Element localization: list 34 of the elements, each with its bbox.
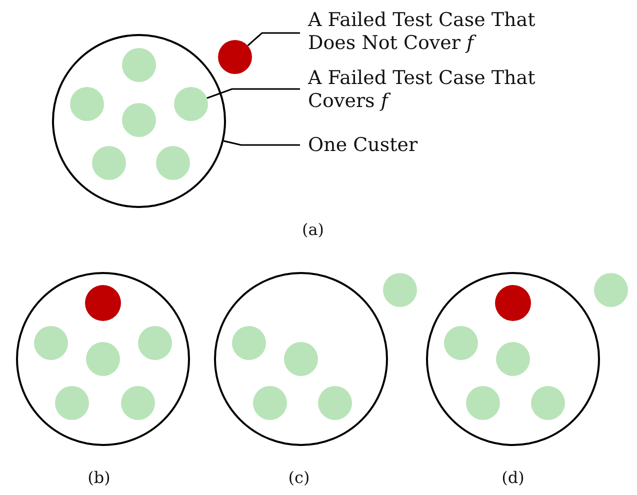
test-case-dot [92, 146, 126, 180]
callout-text: One Custer [300, 134, 570, 157]
callout-text: A Failed Test Case That Covers f [300, 67, 570, 113]
panel-label: (d) [502, 468, 524, 487]
leader-line [206, 88, 300, 99]
leader-line [247, 32, 300, 46]
test-case-dot [318, 386, 352, 420]
test-case-dot [86, 342, 120, 376]
panel-label: (b) [88, 468, 110, 487]
test-case-dot [466, 386, 500, 420]
test-case-dot [34, 326, 68, 360]
test-case-dot [174, 87, 208, 121]
test-case-dot [156, 146, 190, 180]
leader-line [224, 140, 300, 146]
test-case-dot [85, 285, 121, 321]
test-case-dot [122, 103, 156, 137]
test-case-dot [122, 48, 156, 82]
callout-text: A Failed Test Case That Does Not Cover f [300, 9, 570, 55]
test-case-dot [531, 386, 565, 420]
test-case-dot [383, 273, 417, 307]
test-case-dot [444, 326, 478, 360]
test-case-dot [496, 342, 530, 376]
test-case-dot [232, 326, 266, 360]
test-case-dot [594, 273, 628, 307]
panel-label: (c) [288, 468, 310, 487]
test-case-dot [218, 40, 252, 74]
test-case-dot [55, 386, 89, 420]
test-case-dot [70, 87, 104, 121]
test-case-dot [253, 386, 287, 420]
test-case-dot [284, 342, 318, 376]
test-case-dot [138, 326, 172, 360]
panel-label: (a) [302, 220, 324, 239]
test-case-dot [495, 285, 531, 321]
test-case-dot [121, 386, 155, 420]
